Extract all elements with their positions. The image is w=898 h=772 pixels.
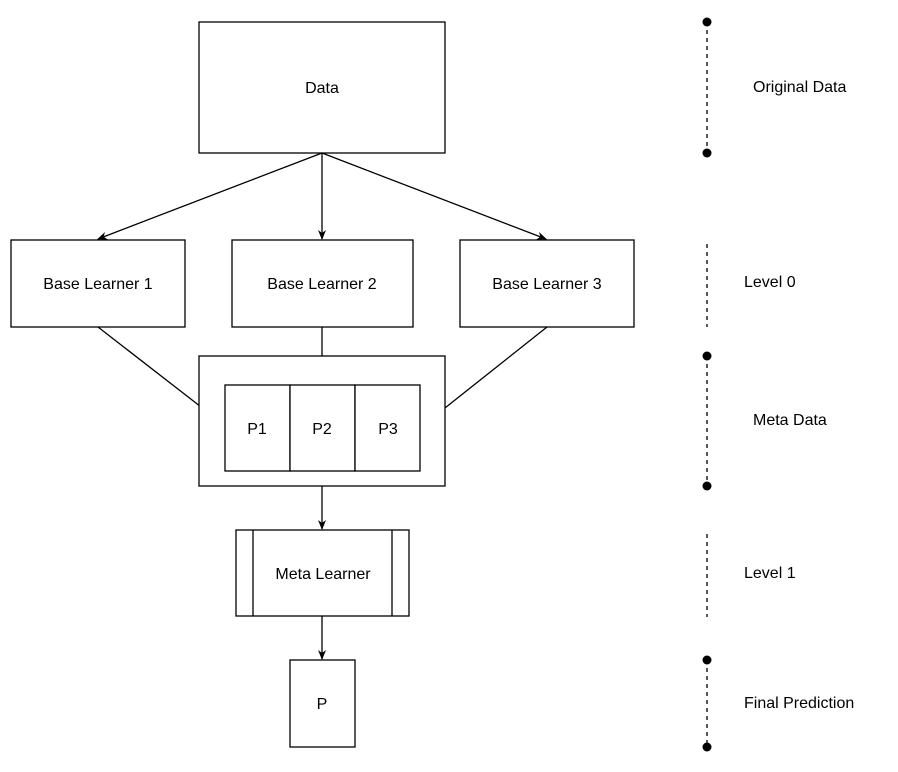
p3-cell [354,384,421,472]
base-learner-2-label: Base Learner 2 [267,276,377,293]
final-prediction-node-label: P [317,696,328,713]
stage-level-1-label: Level 1 [744,565,796,582]
meta-learner-label: Meta Learner [275,566,371,583]
final-prediction-node: P [289,659,356,748]
stage-final-prediction-label: Final Prediction [744,695,854,712]
p1-label: P1 [247,421,267,438]
stage-final-prediction: Final Prediction [702,655,854,752]
base-learner-2-node: Base Learner 2 [231,239,414,328]
meta-learner-node: Meta Learner [235,529,410,617]
data-node: Data [198,21,446,154]
base-learner-3-node: Base Learner 3 [459,239,635,328]
arrow-data-to-base-learner-3 [321,152,547,240]
arrow-data-to-base-learner-1 [97,152,323,240]
p2-label: P2 [312,421,332,438]
meta-data-container: P1 P2 P3 [198,355,446,487]
stage-level-0: Level 0 [706,244,796,327]
stage-meta-data: Meta Data [702,351,827,491]
data-node-label: Data [305,80,339,97]
stage-original-data: Original Data [702,17,846,158]
base-learner-1-label: Base Learner 1 [43,276,153,293]
p3-label: P3 [378,421,398,438]
base-learner-3-label: Base Learner 3 [492,276,602,293]
base-learner-1-node: Base Learner 1 [10,239,186,328]
stage-original-data-label: Original Data [753,79,846,96]
stage-level-1: Level 1 [706,534,796,617]
stage-level-0-label: Level 0 [744,274,796,291]
p1-cell [224,384,291,472]
stage-meta-data-label: Meta Data [753,412,827,429]
